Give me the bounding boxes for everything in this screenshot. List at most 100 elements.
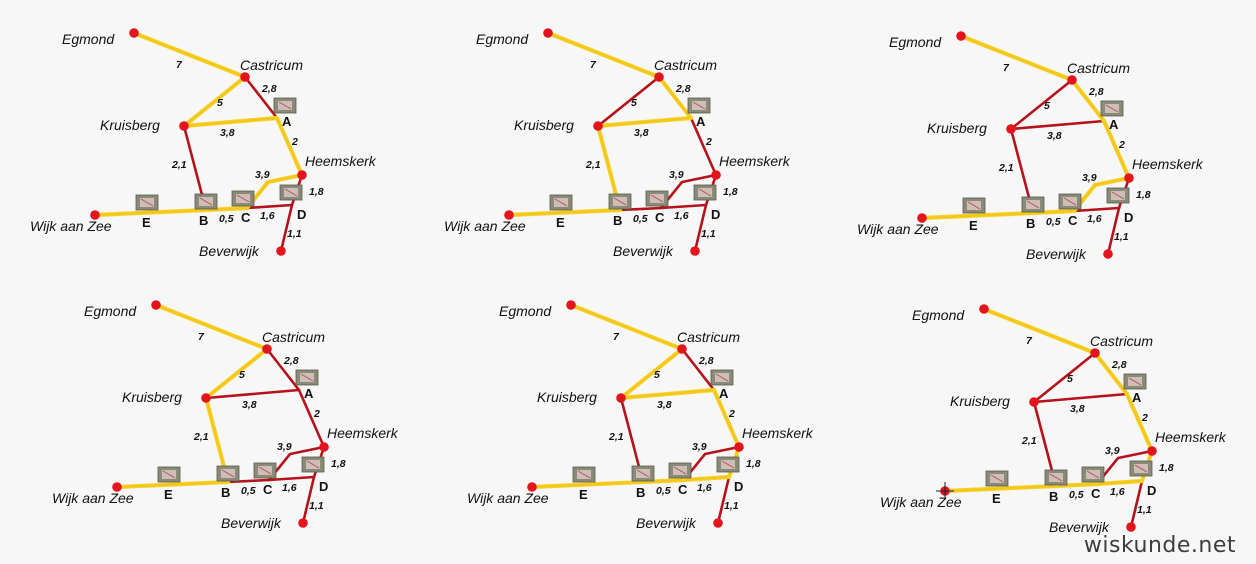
place-label-kruisberg: Kruisberg — [100, 117, 160, 133]
place-label-heemskerk: Heemskerk — [1132, 156, 1204, 172]
junction-marker-b-icon — [216, 465, 240, 482]
place-label-kruisberg: Kruisberg — [537, 389, 597, 405]
place-label-wijk: Wijk aan Zee — [880, 494, 962, 510]
junction-marker-b-icon — [1044, 469, 1068, 486]
junction-marker-d-icon — [1129, 460, 1153, 477]
route-segment-castricum-kruisberg — [203, 346, 270, 401]
distance-label-a-heemskerk: 2 — [728, 408, 735, 420]
place-label-heemskerk: Heemskerk — [1155, 429, 1227, 445]
route-segment-egmond-castricum — [131, 30, 248, 80]
route-segment-wijk-b — [529, 479, 646, 490]
junction-marker-b-icon — [631, 465, 655, 482]
route-segment-egmond-castricum — [153, 302, 270, 352]
place-label-castricum: Castricum — [1090, 333, 1153, 349]
place-label-castricum: Castricum — [677, 329, 740, 345]
road-castricum-kruisberg — [1032, 351, 1097, 404]
distance-label-b-c: 0,5 — [1069, 489, 1084, 501]
place-label-castricum: Castricum — [654, 57, 717, 73]
junction-label-a: A — [304, 386, 314, 401]
distance-label-castricum-a: 2,8 — [261, 83, 277, 95]
node-kruisberg — [179, 121, 189, 131]
distance-label-kruisberg-b: 2,1 — [193, 431, 209, 443]
distance-label-heemskerk-c: 3,9 — [669, 169, 684, 181]
distance-label-egmond-castricum: 7 — [613, 331, 620, 343]
place-label-beverwijk: Beverwijk — [636, 515, 697, 531]
route-segment-castricum-kruisberg — [618, 346, 685, 401]
road-castricum-kruisberg — [596, 75, 661, 128]
node-heemskerk — [297, 170, 307, 180]
junction-label-a: A — [1109, 117, 1119, 132]
place-label-castricum: Castricum — [1067, 60, 1130, 76]
node-egmond — [543, 28, 553, 38]
watermark-text: wiskunde.net — [1083, 533, 1236, 558]
distance-label-heemskerk-d: 1,8 — [1136, 189, 1151, 201]
node-castricum — [677, 344, 687, 354]
road-b-c — [226, 478, 271, 484]
node-egmond — [956, 31, 966, 41]
distance-label-castricum-a: 2,8 — [1088, 86, 1104, 98]
distance-label-a-heemskerk: 2 — [1118, 139, 1125, 151]
road-b-c — [618, 206, 663, 212]
node-kruisberg — [593, 121, 603, 131]
route-segment-wijk-b — [919, 210, 1036, 221]
junction-label-e: E — [992, 491, 1001, 506]
junction-marker-d-icon — [279, 184, 303, 201]
road-kruisberg-a — [1032, 392, 1129, 404]
route-segment-b-c — [1053, 481, 1100, 489]
distance-label-kruisberg-b: 2,1 — [585, 159, 601, 171]
distance-label-c-d: 1,6 — [697, 482, 712, 494]
distance-label-c-d: 1,6 — [674, 210, 689, 222]
route-segment-b-c — [1030, 208, 1077, 216]
distance-label-d-beverwijk: 1,1 — [724, 500, 739, 512]
junction-marker-a-icon — [273, 97, 297, 114]
place-label-egmond: Egmond — [889, 34, 942, 50]
road-castricum-a — [243, 75, 279, 120]
node-heemskerk — [711, 170, 721, 180]
road-castricum-kruisberg — [1009, 78, 1074, 131]
distance-label-d-beverwijk: 1,1 — [701, 228, 716, 240]
distance-label-castricum-kruisberg: 5 — [631, 97, 637, 109]
junction-label-d: D — [319, 479, 328, 494]
junction-marker-a-icon — [1123, 373, 1147, 390]
distance-label-heemskerk-c: 3,9 — [1105, 445, 1120, 457]
route-segment-castricum-a — [1092, 350, 1130, 397]
distance-label-castricum-a: 2,8 — [675, 83, 691, 95]
distance-label-castricum-kruisberg: 5 — [1044, 100, 1050, 112]
route-segment-kruisberg-a — [595, 115, 694, 129]
junction-marker-a-icon — [295, 369, 319, 386]
node-heemskerk — [1124, 173, 1134, 183]
route-segment-wijk-b — [114, 479, 231, 490]
junction-label-c: C — [678, 482, 688, 497]
node-castricum — [1067, 75, 1077, 85]
junction-marker-b-icon — [1021, 196, 1045, 213]
junction-marker-e-icon — [135, 194, 159, 211]
junction-marker-c-icon — [1081, 466, 1105, 483]
distance-label-b-c: 0,5 — [219, 213, 234, 225]
road-d-beverwijk — [301, 475, 316, 525]
road-kruisberg-a — [204, 388, 301, 400]
junction-label-e: E — [142, 215, 151, 230]
place-label-beverwijk: Beverwijk — [1026, 246, 1087, 262]
place-label-wijk: Wijk aan Zee — [30, 218, 112, 234]
node-egmond — [129, 28, 139, 38]
road-d-beverwijk — [1106, 206, 1121, 256]
place-label-heemskerk: Heemskerk — [305, 153, 377, 169]
node-wijk — [917, 213, 927, 223]
junction-label-d: D — [1124, 210, 1133, 225]
distance-label-castricum-a: 2,8 — [283, 355, 299, 367]
junction-marker-d-icon — [301, 456, 325, 473]
junction-marker-c-icon — [231, 190, 255, 207]
distance-label-egmond-castricum: 7 — [590, 59, 597, 71]
node-beverwijk — [690, 246, 700, 256]
junction-marker-e-icon — [157, 466, 181, 483]
place-label-kruisberg: Kruisberg — [950, 393, 1010, 409]
junction-label-c: C — [1091, 486, 1101, 501]
distance-label-heemskerk-d: 1,8 — [309, 186, 324, 198]
distance-label-castricum-a: 2,8 — [698, 355, 714, 367]
route-segment-castricum-kruisberg — [181, 74, 248, 129]
